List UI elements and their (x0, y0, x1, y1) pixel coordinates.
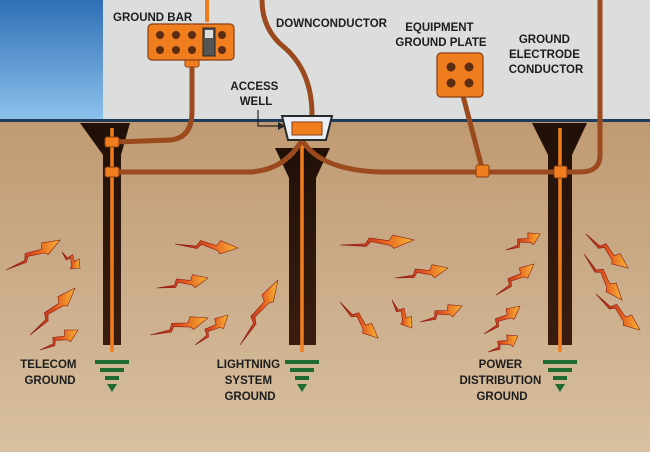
access-well-label: ACCESS WELL (230, 81, 281, 108)
lightning-bolt-icon (156, 274, 209, 289)
downconductor-label: DOWNCONDUCTOR (276, 18, 388, 30)
lightning-bolt-icon (61, 251, 81, 270)
equipment-plate-lead (459, 89, 485, 171)
lightning-bolt-icon (583, 253, 623, 301)
lightning-bolt-icon (239, 279, 279, 346)
lightning-bolt-icon (495, 263, 535, 296)
equipment-ground-plate (436, 52, 484, 98)
lightning-bolt-icon (194, 314, 229, 346)
access-well-pointer (257, 110, 278, 127)
lightning-ground-rod (275, 140, 330, 352)
power-ground-rod (532, 123, 587, 352)
telecom-ground-rod (80, 123, 130, 352)
connector (553, 165, 568, 179)
lightning-bolt-icon (5, 239, 61, 271)
lightning-bolt-icon (339, 301, 379, 339)
lightning-bolt-icon (149, 316, 209, 336)
lightning-bolt-icon (174, 240, 239, 255)
lightning-bolt-icon (39, 329, 79, 351)
lightning-bolt-icon (483, 305, 521, 335)
ground-bar (147, 0, 235, 61)
lightning-system-ground-label: LIGHTNING SYSTEM GROUND (217, 359, 283, 403)
lightning-bolt-icon (585, 233, 629, 269)
lightning-bolt-icon (29, 287, 76, 336)
lightning-bolt-icon (394, 264, 449, 279)
pointer-arrowhead (278, 122, 285, 130)
connector (475, 164, 490, 178)
lightning-bolt-icon (505, 232, 541, 251)
ground-electrode-conductor-label: GROUND ELECTRODE CONDUCTOR (509, 34, 584, 76)
earth-ground-icon (285, 360, 319, 392)
access-well-box (280, 115, 334, 141)
lightning-bolt-icon (339, 234, 415, 249)
lightning-bolt-icon (595, 293, 641, 331)
ground-bar-lead (113, 57, 195, 145)
connector (104, 136, 120, 148)
lightning-bolt-icon (391, 299, 413, 329)
lightning-bolt-icon (487, 334, 519, 353)
ground-electrode-conductor-wire (559, 0, 603, 175)
equipment-ground-plate-label: EQUIPMENT GROUND PLATE (395, 22, 486, 49)
earth-ground-icon (543, 360, 577, 392)
telecom-ground-label: TELECOM GROUND (20, 359, 79, 387)
connector (104, 166, 120, 178)
earth-ground-icon (95, 360, 129, 392)
ground-bar-label: GROUND BAR (113, 12, 193, 24)
downconductor-wire (259, 0, 315, 131)
power-distribution-ground-label: POWER DISTRIBUTION GROUND (460, 359, 545, 403)
lightning-bolt-icon (419, 304, 463, 323)
